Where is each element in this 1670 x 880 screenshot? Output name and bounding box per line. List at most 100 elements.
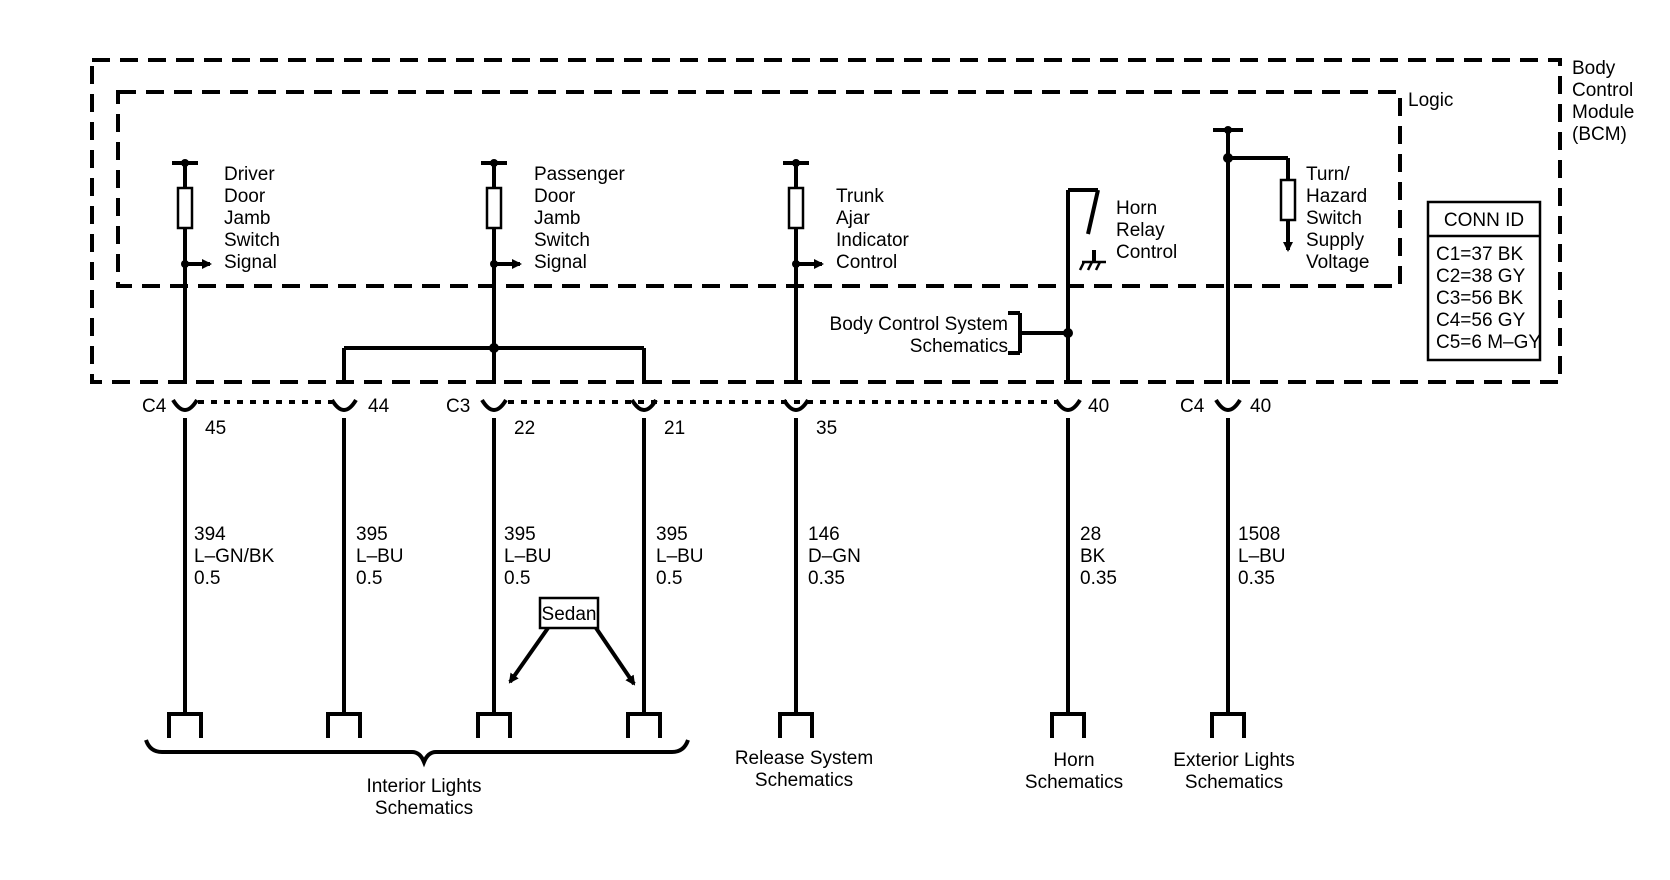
svg-text:Relay: Relay [1116, 220, 1165, 241]
svg-text:Hazard: Hazard [1306, 186, 1367, 207]
svg-text:L–BU: L–BU [356, 546, 404, 567]
svg-text:Release System: Release System [735, 748, 873, 769]
svg-text:Supply: Supply [1306, 230, 1365, 251]
turn-hazard-label: Turn/ Hazard Switch Supply Voltage [1306, 164, 1369, 273]
svg-text:Trunk: Trunk [836, 186, 884, 207]
connector-label-c3: C3 [446, 396, 470, 417]
exterior-lights-destination: Exterior Lights Schematics [1173, 750, 1294, 793]
interior-lights-destination: Interior Lights Schematics [366, 776, 481, 819]
svg-text:Horn: Horn [1053, 750, 1094, 771]
conn-id-box: CONN ID C1=37 BK C2=38 GY C3=56 BK C4=56… [1426, 200, 1541, 362]
svg-text:C2=38 GY: C2=38 GY [1436, 266, 1526, 287]
svg-text:0.35: 0.35 [808, 568, 845, 589]
wire-label: 28 BK 0.35 [1080, 524, 1117, 589]
svg-text:395: 395 [504, 524, 536, 545]
svg-text:395: 395 [356, 524, 388, 545]
wire-label: 1508 L–BU 0.35 [1238, 524, 1286, 589]
body-control-system-ref: Body Control System Schematics [830, 314, 1008, 357]
svg-text:0.5: 0.5 [356, 568, 382, 589]
svg-text:0.5: 0.5 [656, 568, 682, 589]
svg-text:28: 28 [1080, 524, 1101, 545]
svg-text:Door: Door [534, 186, 576, 207]
svg-text:C4=56 GY: C4=56 GY [1436, 310, 1526, 331]
wire-label: 395 L–BU 0.5 [356, 524, 404, 589]
svg-text:Switch: Switch [534, 230, 590, 251]
svg-text:Signal: Signal [224, 252, 277, 273]
pin-number: 22 [514, 418, 535, 439]
svg-text:394: 394 [194, 524, 226, 545]
svg-text:L–BU: L–BU [656, 546, 704, 567]
svg-text:Control: Control [1116, 242, 1177, 263]
svg-text:C1=37 BK: C1=37 BK [1436, 244, 1523, 265]
connector-label-c4b: C4 [1180, 396, 1205, 417]
svg-text:Schematics: Schematics [375, 798, 473, 819]
svg-text:Control: Control [836, 252, 897, 273]
svg-text:146: 146 [808, 524, 840, 545]
passenger-signal-label: Passenger Door Jamb Switch Signal [534, 164, 626, 273]
logic-boundary [116, 90, 1402, 288]
svg-text:Schematics: Schematics [1025, 772, 1123, 793]
svg-text:Interior Lights: Interior Lights [366, 776, 481, 797]
bcm-label: Body Control Module (BCM) [1572, 58, 1634, 145]
svg-text:Turn/: Turn/ [1306, 164, 1350, 185]
svg-text:Voltage: Voltage [1306, 252, 1369, 273]
turn-hazard-circuit [1213, 126, 1297, 384]
svg-text:(BCM): (BCM) [1572, 124, 1627, 145]
bcm-boundary [90, 58, 1562, 384]
connector-terminals [171, 398, 1242, 412]
svg-text:Module: Module [1572, 102, 1634, 123]
horn-destination: Horn Schematics [1025, 750, 1123, 793]
svg-text:Jamb: Jamb [534, 208, 580, 229]
svg-text:0.35: 0.35 [1080, 568, 1117, 589]
trunk-signal-label: Trunk Ajar Indicator Control [836, 186, 910, 273]
pin-number: 40 [1250, 396, 1271, 417]
svg-text:D–GN: D–GN [808, 546, 861, 567]
passenger-circuit [342, 159, 646, 384]
svg-text:L–BU: L–BU [1238, 546, 1286, 567]
svg-text:Driver: Driver [224, 164, 275, 185]
svg-text:CONN ID: CONN ID [1444, 210, 1524, 231]
sedan-label: Sedan [508, 596, 636, 686]
svg-text:Indicator: Indicator [836, 230, 910, 251]
svg-text:Ajar: Ajar [836, 208, 870, 229]
driver-signal-label: Driver Door Jamb Switch Signal [224, 164, 280, 273]
svg-text:0.5: 0.5 [504, 568, 530, 589]
pin-number: 35 [816, 418, 837, 439]
svg-text:Schematics: Schematics [755, 770, 853, 791]
wire-label: 146 D–GN 0.35 [808, 524, 861, 589]
svg-text:0.35: 0.35 [1238, 568, 1275, 589]
svg-text:Signal: Signal [534, 252, 587, 273]
svg-text:C3=56 BK: C3=56 BK [1436, 288, 1523, 309]
pin-number: 44 [368, 396, 390, 417]
wire-label: 395 L–BU 0.5 [504, 524, 552, 589]
svg-text:Sedan: Sedan [542, 604, 597, 625]
svg-text:Switch: Switch [1306, 208, 1362, 229]
svg-text:Passenger: Passenger [534, 164, 626, 185]
driver-circuit [172, 159, 212, 384]
svg-text:BK: BK [1080, 546, 1106, 567]
wire-label: 394 L–GN/BK 0.5 [194, 524, 275, 589]
horn-circuit [1008, 188, 1106, 384]
svg-text:Switch: Switch [224, 230, 280, 251]
terminal-boxes [167, 712, 1246, 738]
svg-text:Schematics: Schematics [1185, 772, 1283, 793]
logic-label: Logic [1408, 90, 1453, 111]
lower-wires [183, 418, 1230, 714]
svg-text:395: 395 [656, 524, 688, 545]
svg-text:Body: Body [1572, 58, 1616, 79]
horn-signal-label: Horn Relay Control [1116, 198, 1177, 263]
pin-number: 21 [664, 418, 685, 439]
trunk-circuit [783, 159, 824, 384]
release-system-destination: Release System Schematics [735, 748, 873, 791]
svg-text:Jamb: Jamb [224, 208, 270, 229]
connector-label-c4: C4 [142, 396, 167, 417]
svg-text:C5=6 M–GY: C5=6 M–GY [1436, 332, 1541, 353]
svg-text:Schematics: Schematics [910, 336, 1008, 357]
svg-text:Exterior Lights: Exterior Lights [1173, 750, 1294, 771]
svg-text:Control: Control [1572, 80, 1633, 101]
wire-label: 395 L–BU 0.5 [656, 524, 704, 589]
svg-text:Door: Door [224, 186, 266, 207]
svg-text:L–BU: L–BU [504, 546, 552, 567]
interior-lights-brace [144, 739, 690, 768]
